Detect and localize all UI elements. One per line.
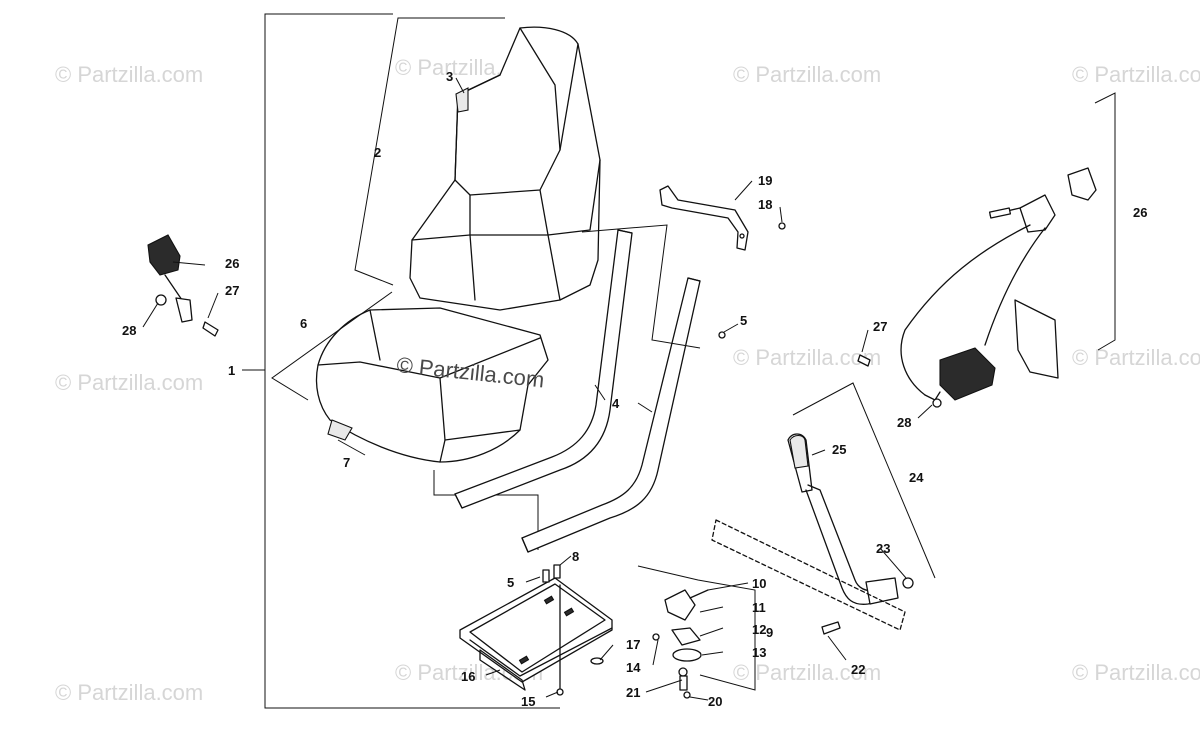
- callout-3: 3: [446, 69, 453, 84]
- bolt-5-lower[interactable]: [542, 569, 550, 583]
- bolt-22[interactable]: [821, 621, 841, 635]
- callout-6: 6: [300, 316, 307, 331]
- callout-25: 25: [832, 442, 846, 457]
- callout-1: 1: [228, 363, 235, 378]
- callout-13: 13: [752, 645, 766, 660]
- grab-bar-bracket-24: [792, 382, 936, 579]
- grab-bar-25-insert[interactable]: [789, 434, 809, 469]
- callout-8: 8: [572, 549, 579, 564]
- callout-26-right: 26: [1133, 205, 1147, 220]
- callout-21: 21: [626, 685, 640, 700]
- callout-9: 9: [766, 625, 773, 640]
- callout-27-left: 27: [225, 283, 239, 298]
- callout-11: 11: [752, 600, 766, 615]
- watermark: © Partzilla.com: [733, 660, 881, 685]
- callout-labels: 1 2 3 4 5 5 6 7 8 9 10 11 12 13 14 15 16…: [122, 69, 1147, 709]
- callout-28-left: 28: [122, 323, 136, 338]
- callout-17: 17: [626, 637, 640, 652]
- watermark-layer: © Partzilla.com © Partzilla.com © Partzi…: [55, 55, 1200, 705]
- bolt-5-upper[interactable]: [718, 331, 726, 339]
- seat-slide-bracket-9: [637, 565, 756, 691]
- callout-24: 24: [909, 470, 924, 485]
- assembly-bracket-1: [242, 13, 560, 709]
- callout-5-lower: 5: [507, 575, 514, 590]
- frame-rail-ghost: [711, 519, 906, 631]
- watermark: © Partzilla.com: [1072, 345, 1200, 370]
- seat-back-bracket-2: [354, 17, 505, 286]
- callout-7: 7: [343, 455, 350, 470]
- seat-frame-bracket-4: [581, 224, 701, 413]
- callout-26-left: 26: [225, 256, 239, 271]
- callout-27-right: 27: [873, 319, 887, 334]
- watermark: © Partzilla.com: [55, 680, 203, 705]
- seat-belt-retractor-right[interactable]: [900, 167, 1097, 401]
- callout-23: 23: [876, 541, 890, 556]
- callout-12: 12: [752, 622, 766, 637]
- callout-14: 14: [626, 660, 641, 675]
- callout-18: 18: [758, 197, 772, 212]
- watermark: © Partzilla.com: [55, 370, 203, 395]
- callout-2: 2: [374, 145, 381, 160]
- callout-5-upper: 5: [740, 313, 747, 328]
- callout-15: 15: [521, 694, 535, 709]
- watermark: © Partzilla.com: [733, 345, 881, 370]
- bracket-26-right: [1094, 92, 1116, 351]
- callout-10: 10: [752, 576, 766, 591]
- seat-frame-rail-right[interactable]: [521, 277, 701, 553]
- seat-cushion[interactable]: [315, 307, 549, 463]
- support-bracket-19[interactable]: [659, 185, 749, 251]
- callout-4: 4: [612, 396, 620, 411]
- watermark: © Partzilla.com: [55, 62, 203, 87]
- latch-hardware[interactable]: [652, 589, 709, 699]
- watermark: © Partzilla.com: [1072, 660, 1200, 685]
- seat-frame-rail-left[interactable]: [454, 229, 633, 509]
- watermark: © Partzilla.com: [733, 62, 881, 87]
- seat-back[interactable]: [409, 26, 601, 311]
- nut-28-right[interactable]: [932, 398, 942, 408]
- watermark: © Partzilla.com: [1072, 62, 1200, 87]
- seat-belt-buckle-left[interactable]: [147, 234, 193, 323]
- callout-20: 20: [708, 694, 722, 709]
- nut-23[interactable]: [902, 577, 914, 589]
- callout-16: 16: [461, 669, 475, 684]
- callout-28-right: 28: [897, 415, 911, 430]
- nut-28-left[interactable]: [155, 294, 167, 306]
- bolt-27-left[interactable]: [202, 321, 219, 337]
- bolt-27-right[interactable]: [857, 354, 871, 367]
- bolt-18[interactable]: [778, 222, 786, 230]
- bolt-8[interactable]: [553, 564, 561, 579]
- leader-lines: [142, 77, 933, 701]
- callout-19: 19: [758, 173, 772, 188]
- callout-22: 22: [851, 662, 865, 677]
